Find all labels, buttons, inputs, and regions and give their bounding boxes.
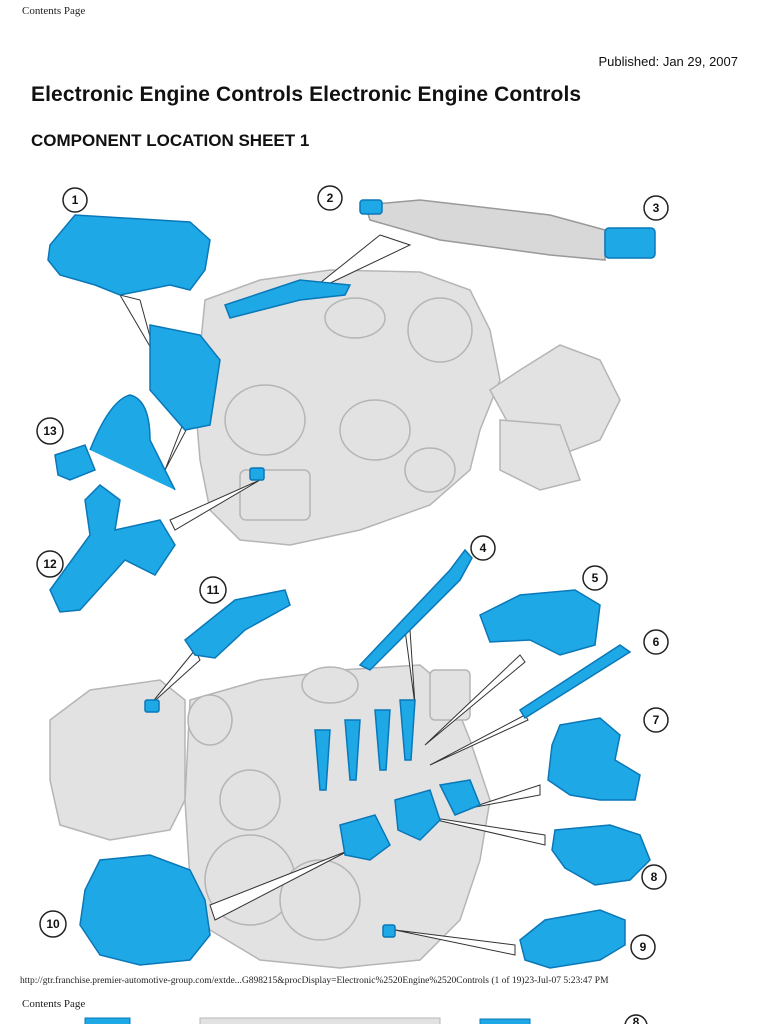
callout-2: 2	[317, 185, 343, 211]
callout-3-label: 3	[653, 201, 660, 215]
page-title: Electronic Engine Controls Electronic En…	[31, 83, 582, 106]
callout-6-label: 6	[653, 635, 660, 649]
section-subtitle: COMPONENT LOCATION SHEET 1	[31, 131, 310, 150]
callout-6: 6	[643, 629, 669, 655]
component-4-injector	[358, 548, 473, 671]
component-8-sensor	[551, 824, 651, 886]
component-2-sensor	[359, 199, 383, 215]
published-date: Published: Jan 29, 2007	[598, 54, 739, 69]
component-12-sensor	[49, 484, 176, 613]
callout-2-label: 2	[327, 191, 334, 205]
callout-3: 3	[643, 195, 669, 221]
component-9-sensor	[519, 909, 626, 969]
callout-8-label: 8	[651, 870, 658, 884]
callout-1: 1	[62, 187, 88, 213]
callout-12: 12	[36, 550, 64, 578]
next-page-preview: 8	[84, 1014, 648, 1024]
callout-5: 5	[582, 565, 608, 591]
component-10-pump	[79, 854, 211, 966]
callout-4-label: 4	[480, 541, 487, 555]
component-ecm-mounted	[149, 324, 221, 431]
callout-1-label: 1	[72, 193, 79, 207]
upper-engine-illustration	[194, 269, 621, 546]
callout-13-label: 13	[43, 424, 57, 438]
callout-13: 13	[36, 417, 64, 445]
page-header-label: Contents Page	[22, 5, 86, 17]
blue-components	[47, 199, 656, 969]
component-5-sensor	[479, 589, 601, 656]
component-7-actuator	[547, 717, 641, 801]
next-page-callout-label: 8	[633, 1015, 640, 1024]
callout-10: 10	[39, 910, 67, 938]
callout-4: 4	[470, 535, 496, 561]
callout-9: 9	[630, 934, 656, 960]
next-page-callout: 8	[624, 1014, 648, 1024]
component-1-ecm	[47, 214, 211, 296]
callout-5-label: 5	[592, 571, 599, 585]
component-3-valve	[604, 227, 656, 259]
callout-7-label: 7	[653, 713, 660, 727]
leader-lines	[118, 234, 546, 956]
callout-9-label: 9	[640, 940, 647, 954]
component-location-diagram: 1 2 3 4 5 6 7 8 9 10 11 12 13	[36, 185, 669, 969]
component-11-sensor	[183, 589, 291, 659]
callout-8: 8	[641, 864, 667, 890]
footer-url: http://gtr.franchise.premier-automotive-…	[20, 976, 609, 986]
callout-markers: 1 2 3 4 5 6 7 8 9 10 11 12 13	[36, 185, 669, 960]
callout-10-label: 10	[46, 917, 60, 931]
callout-7: 7	[643, 707, 669, 733]
callout-11-label: 11	[207, 583, 220, 597]
component-fuel-rail	[363, 199, 606, 261]
next-page-header-label: Contents Page	[22, 998, 86, 1010]
callout-12-label: 12	[43, 557, 57, 571]
component-13-sensor	[54, 394, 176, 491]
callout-11: 11	[199, 576, 227, 604]
component-6-glowplug	[518, 644, 632, 720]
